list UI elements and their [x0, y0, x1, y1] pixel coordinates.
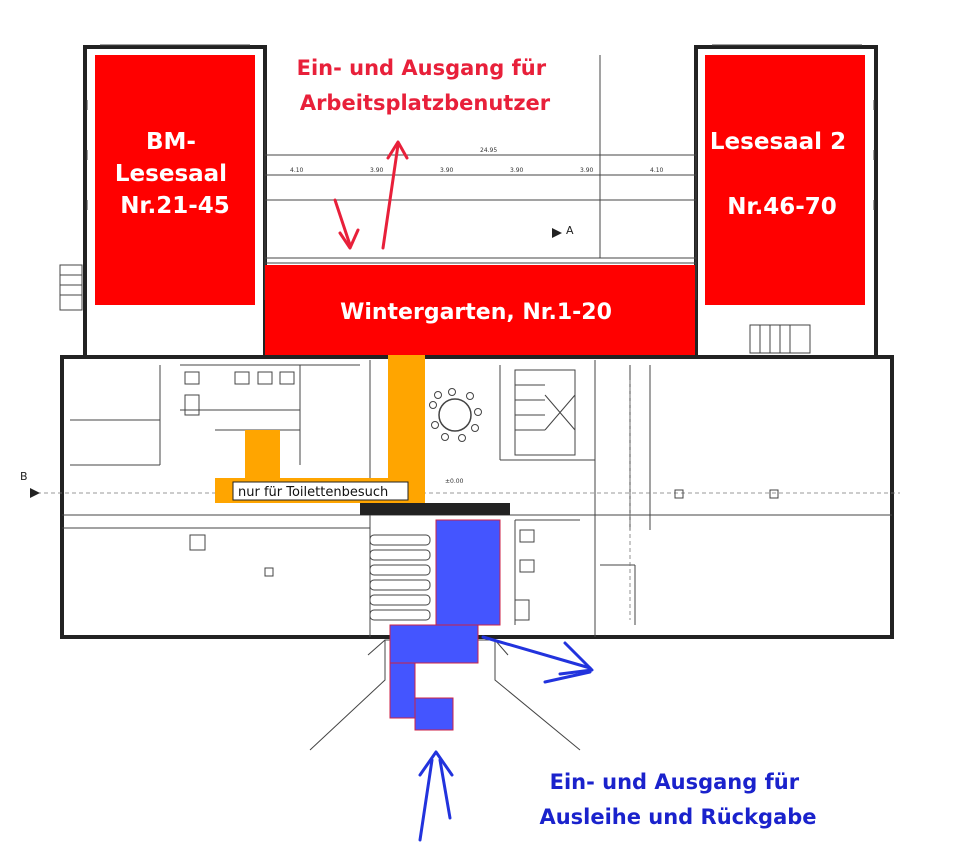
arrow-out-upper-line — [481, 635, 592, 670]
arrow-out-line — [381, 143, 400, 250]
dim-3: 3.90 — [440, 167, 454, 174]
dim-1: 4.10 — [290, 167, 304, 174]
toilet-note-box — [232, 481, 409, 501]
arrow-out-lower-line — [543, 670, 592, 684]
seating-rows — [369, 534, 431, 621]
callout-top-line-1: Ein- und Ausgang für — [297, 56, 547, 80]
section-b-arrow-icon — [30, 488, 40, 498]
callout-bottom: Ein- und Ausgang für Ausleihe und Rückga… — [539, 770, 816, 829]
upper-entrance-arrows — [333, 140, 409, 250]
toilet-route — [215, 355, 425, 503]
level-marker: ±0.00 — [445, 478, 464, 485]
zone-bm-label: BM- Lesesaal Nr.21-45 — [115, 129, 235, 219]
callout-bottom-line-1: Ein- und Ausgang für — [550, 770, 800, 794]
section-a-marker: A — [566, 224, 574, 237]
dim-5: 3.90 — [580, 167, 594, 174]
architectural-linework — [30, 44, 900, 751]
zone-bm-lesesaal — [95, 55, 255, 305]
zone-bm-line-2: Lesesaal — [115, 161, 227, 187]
arrow-in-head-icon — [338, 228, 360, 250]
dim-6: 4.10 — [650, 167, 664, 174]
lower-entrance-arrows — [418, 635, 594, 842]
zone-wintergarten-label: Wintergarten, Nr.1-20 — [340, 300, 612, 325]
arrow-out-head-icon — [386, 140, 409, 160]
stairs-icon — [59, 264, 811, 456]
zone-l2-line-1: Lesesaal 2 — [710, 129, 846, 155]
arrow-in-line — [333, 198, 352, 247]
arrow-out-head-icon — [558, 641, 594, 676]
zone-lesesaal-2-label: Lesesaal 2 Nr.46-70 — [710, 129, 854, 220]
reading-zones — [95, 55, 865, 355]
dim-4: 3.90 — [510, 167, 524, 174]
zone-l2-line-2: Nr.46-70 — [727, 194, 837, 220]
arrow-in-left-line — [418, 758, 434, 842]
total-dimension: 24.95 — [480, 147, 497, 154]
round-table-icon — [429, 388, 482, 442]
toilet-note: nur für Toilettenbesuch — [238, 485, 388, 500]
section-a-arrow-icon — [552, 228, 562, 238]
callout-bottom-line-2: Ausleihe und Rückgabe — [539, 805, 816, 829]
section-b-marker: B — [20, 470, 28, 483]
callout-top: Ein- und Ausgang für Arbeitsplatzbenutze… — [297, 56, 554, 115]
arrow-in-head-icon — [418, 750, 454, 777]
hatched-strip — [360, 503, 510, 515]
arrow-in-right-line — [438, 758, 452, 820]
plan-annotations: 24.95 4.10 3.90 3.90 3.90 3.90 4.10 A B … — [20, 147, 664, 498]
lending-route — [389, 519, 501, 731]
callout-top-line-2: Arbeitsplatzbenutzer — [300, 91, 551, 115]
zone-wintergarten — [265, 265, 695, 355]
zone-bm-line-3: Nr.21-45 — [120, 193, 230, 219]
zone-bm-line-1: BM- — [146, 129, 196, 155]
dim-2: 3.90 — [370, 167, 384, 174]
zone-lesesaal-2 — [705, 55, 865, 305]
